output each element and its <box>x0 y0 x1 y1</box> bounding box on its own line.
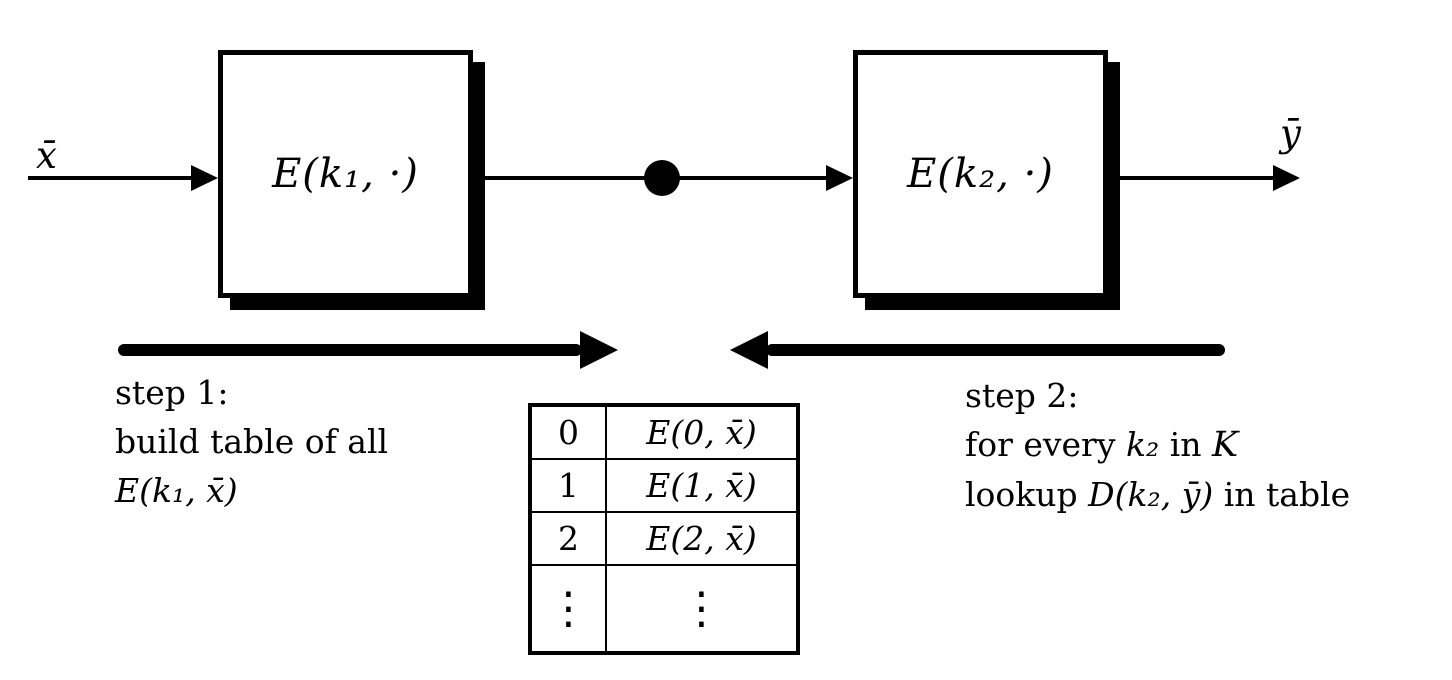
encryption-box-2-label: E(k₂, ·) <box>907 151 1054 197</box>
input-arrow-line <box>28 176 194 180</box>
step2-arrow-line <box>766 344 1225 356</box>
encryption-box-2: E(k₂, ·) <box>853 50 1108 298</box>
junction-dot <box>644 160 680 196</box>
step2-line2-pre: for every <box>965 425 1126 464</box>
step1-line2: build table of all <box>115 422 389 461</box>
table-key-cell: ⋮ <box>532 566 607 651</box>
step2-line2-mid: in <box>1159 425 1212 464</box>
table-row-ellipsis: ⋮ ⋮ <box>532 564 796 651</box>
step1-arrow-line <box>118 344 582 356</box>
step2-line1: step 2: <box>965 376 1079 415</box>
step1-line3: E(k₁, x̄) <box>115 471 238 510</box>
table-row: 1 E(1, x̄) <box>532 458 796 511</box>
encryption-box-1-label: E(k₁, ·) <box>272 151 419 197</box>
table-row: 0 E(0, x̄) <box>532 407 796 458</box>
middle-arrowhead-icon <box>826 165 853 191</box>
step2-arrowhead-icon <box>730 331 768 369</box>
step2-line2-script-k: K <box>1212 425 1239 465</box>
table-key-cell: 1 <box>532 460 607 511</box>
table-key-cell: 2 <box>532 513 607 564</box>
lookup-table: 0 E(0, x̄) 1 E(1, x̄) 2 E(2, x̄) ⋮ ⋮ <box>528 403 800 655</box>
table-value-cell: E(2, x̄) <box>646 519 757 558</box>
table-value-cell: ⋮ <box>679 583 724 634</box>
step2-line3-math: D(k₂, ȳ) <box>1088 475 1214 514</box>
table-value-cell: E(1, x̄) <box>646 466 757 505</box>
output-label: ȳ <box>1280 112 1301 155</box>
encryption-box-1: E(k₁, ·) <box>218 50 473 298</box>
table-row: 2 E(2, x̄) <box>532 511 796 564</box>
output-arrowhead-icon <box>1273 165 1300 191</box>
input-label: x̄ <box>36 134 57 177</box>
input-arrowhead-icon <box>191 165 218 191</box>
step2-line2-math: k₂ <box>1125 425 1160 464</box>
step1-arrowhead-icon <box>580 331 618 369</box>
step1-line1: step 1: <box>115 373 229 412</box>
step2-line3-post: in table <box>1213 475 1351 514</box>
step1-text: step 1: build table of all E(k₁, x̄) <box>115 368 388 515</box>
output-arrow-line <box>1107 176 1277 180</box>
step2-line3: lookup D(k₂, ȳ) in table <box>965 470 1350 519</box>
step2-line2: for every k₂ in K <box>965 420 1350 470</box>
table-key-cell: 0 <box>532 407 607 458</box>
step2-text: step 2: for every k₂ in K lookup D(k₂, ȳ… <box>965 371 1350 519</box>
table-value-cell: E(0, x̄) <box>646 413 757 452</box>
step2-line3-pre: lookup <box>965 475 1089 514</box>
